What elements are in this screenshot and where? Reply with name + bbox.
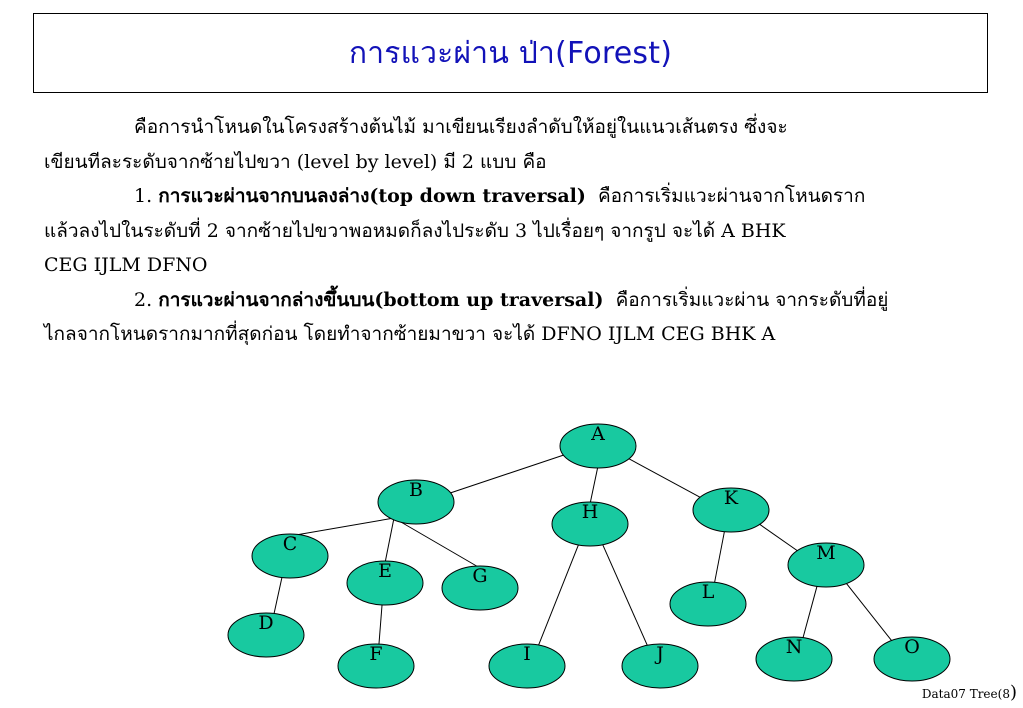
tree-nodes: A B H K C E G M L D F I J N O	[227, 423, 951, 689]
tree-node-shape	[251, 533, 329, 579]
tree-node-label: M	[816, 542, 835, 564]
item-1-line-1: 1. การแวะผ่านจากบนลงล่าง(top down traver…	[44, 179, 1004, 214]
item-2-heading: การแวะผ่านจากล่างขึ้นบน(bottom up traver…	[158, 288, 604, 311]
edge-c-d	[273, 575, 283, 616]
tree-node-label: C	[283, 533, 298, 555]
tree-node-shape	[551, 501, 629, 547]
intro-line-1: คือการนำโหนดในโครงสร้างต้นไม้ มาเขียนเรี…	[134, 116, 788, 138]
tree-node-label: O	[904, 636, 920, 658]
edge-b-e	[384, 517, 395, 564]
slide-title: การแวะผ่าน ป่า(Forest)	[348, 35, 673, 71]
edge-b-g	[393, 517, 481, 569]
tree-node-shape	[488, 643, 566, 689]
tree-node-d: D	[227, 612, 305, 658]
edge-k-m	[753, 519, 804, 556]
edge-m-n	[801, 583, 819, 641]
tree-node-shape	[873, 636, 951, 682]
edge-m-o	[843, 579, 895, 645]
tree-node-shape	[559, 423, 637, 469]
title-box: การแวะผ่าน ป่า(Forest)	[33, 13, 988, 93]
tree-node-h: H	[551, 501, 629, 547]
edge-b-c	[289, 517, 395, 537]
tree-node-label: G	[472, 565, 487, 587]
tree-node-shape	[787, 542, 865, 588]
edge-h-j	[601, 541, 649, 649]
tree-node-l: L	[669, 581, 747, 627]
item-1-heading: การแวะผ่านจากบนลงล่าง(top down traversal…	[158, 185, 586, 207]
tree-node-label: E	[378, 560, 392, 582]
tree-node-i: I	[488, 643, 566, 689]
tree-node-shape	[337, 643, 415, 689]
edge-e-f	[378, 602, 383, 647]
tree-node-c: C	[251, 533, 329, 579]
tree-node-e: E	[346, 560, 424, 606]
item-1-line-2: แล้วลงไปในระดับที่ 2 จากซ้ายไปขวาพอหมดก็…	[44, 219, 786, 242]
body-text: คือการนำโหนดในโครงสร้างต้นไม้ มาเขียนเรี…	[44, 110, 1004, 352]
tree-node-a: A	[559, 423, 637, 469]
tree-node-shape	[692, 487, 770, 533]
tree-node-label: N	[786, 636, 803, 658]
item-1-number: 1.	[134, 185, 153, 207]
tree-node-shape	[346, 560, 424, 606]
tree-node-shape	[227, 612, 305, 658]
tree-node-shape	[755, 636, 833, 682]
tree-node-label: L	[702, 581, 715, 603]
tree-node-j: J	[621, 643, 699, 689]
tree-node-shape	[669, 581, 747, 627]
tree-node-label: I	[523, 643, 531, 665]
footer-label: Data07 Tree(8	[921, 687, 1010, 701]
tree-node-shape	[377, 479, 455, 525]
intro-line-2: เขียนทีละระดับจากซ้ายไปขวา (level by lev…	[44, 150, 547, 173]
tree-node-g: G	[441, 565, 519, 611]
tree-node-label: B	[409, 479, 423, 501]
edge-a-b	[440, 451, 574, 497]
tree-node-label: K	[724, 487, 739, 509]
item-2-line-1: 2. การแวะผ่านจากล่างขึ้นบน(bottom up tra…	[44, 283, 1004, 318]
tree-node-label: J	[654, 643, 664, 665]
tree-node-shape	[441, 565, 519, 611]
item-1-text: คือการเริ่มแวะผ่านจากโหนดราก	[597, 185, 866, 207]
footer-paren: )	[1009, 682, 1017, 703]
tree-node-k: K	[692, 487, 770, 533]
tree-node-b: B	[377, 479, 455, 525]
edge-a-k	[621, 454, 708, 502]
tree-node-label: D	[258, 612, 273, 634]
edge-a-h	[589, 465, 599, 505]
slide-footer: Data07 Tree(8)	[922, 682, 1017, 703]
tree-node-n: N	[755, 636, 833, 682]
tree-node-shape	[621, 643, 699, 689]
tree-node-o: O	[873, 636, 951, 682]
tree-node-label: F	[369, 643, 382, 665]
edge-h-i	[537, 542, 580, 648]
item-2-line-2: ไกลจากโหนดรากมากที่สุดก่อน โดยทำจากซ้ายม…	[44, 323, 776, 345]
tree-node-label: H	[582, 501, 599, 523]
tree-node-label: A	[590, 423, 605, 445]
item-2-text: คือการเริ่มแวะผ่าน จากระดับที่อยู่	[615, 288, 889, 311]
item-1-line-3: CEG IJLM DFNO	[44, 254, 208, 276]
edge-k-l	[713, 529, 726, 585]
item-2-number: 2.	[134, 288, 153, 311]
tree-node-f: F	[337, 643, 415, 689]
tree-node-m: M	[787, 542, 865, 588]
